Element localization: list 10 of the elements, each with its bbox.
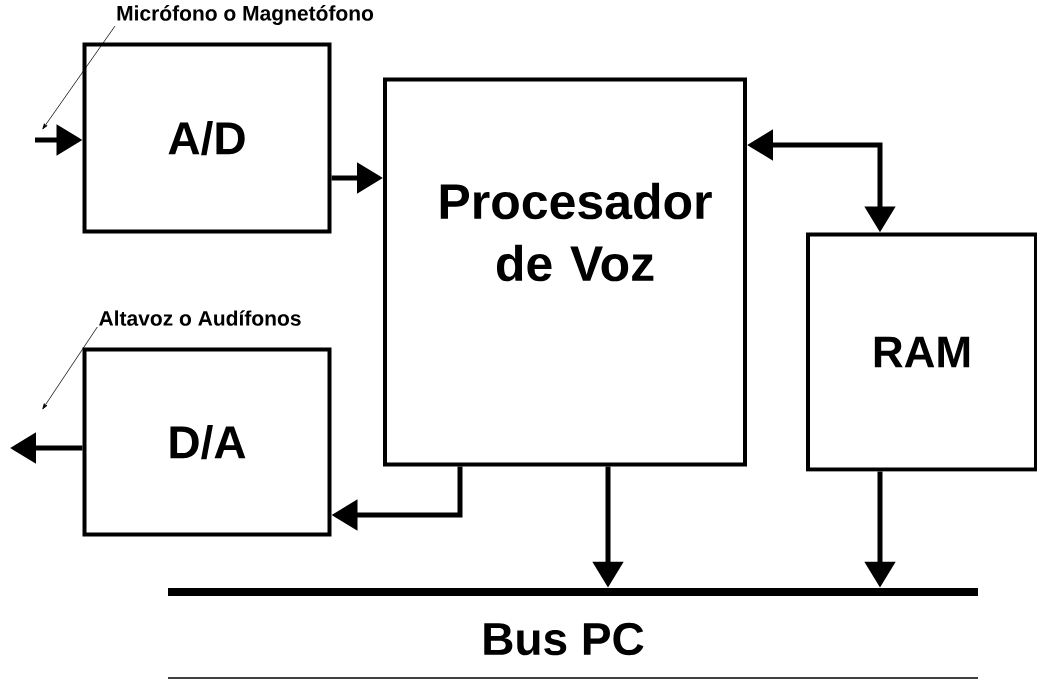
- processor-box: Procesador de Voz: [383, 77, 747, 467]
- label-text: Micrófono o Magnetófono: [117, 5, 374, 25]
- block-box: RAM: [806, 232, 1037, 472]
- leader-line: [42, 25, 116, 130]
- bus-bar: Bus PC: [167, 588, 979, 679]
- block-box: D/A: [82, 347, 332, 537]
- block-box: A/D: [82, 42, 332, 234]
- leader-line: [42, 326, 98, 410]
- node-label: Bus PC: [484, 622, 644, 656]
- label-text: Altavoz o Audífonos: [99, 310, 301, 326]
